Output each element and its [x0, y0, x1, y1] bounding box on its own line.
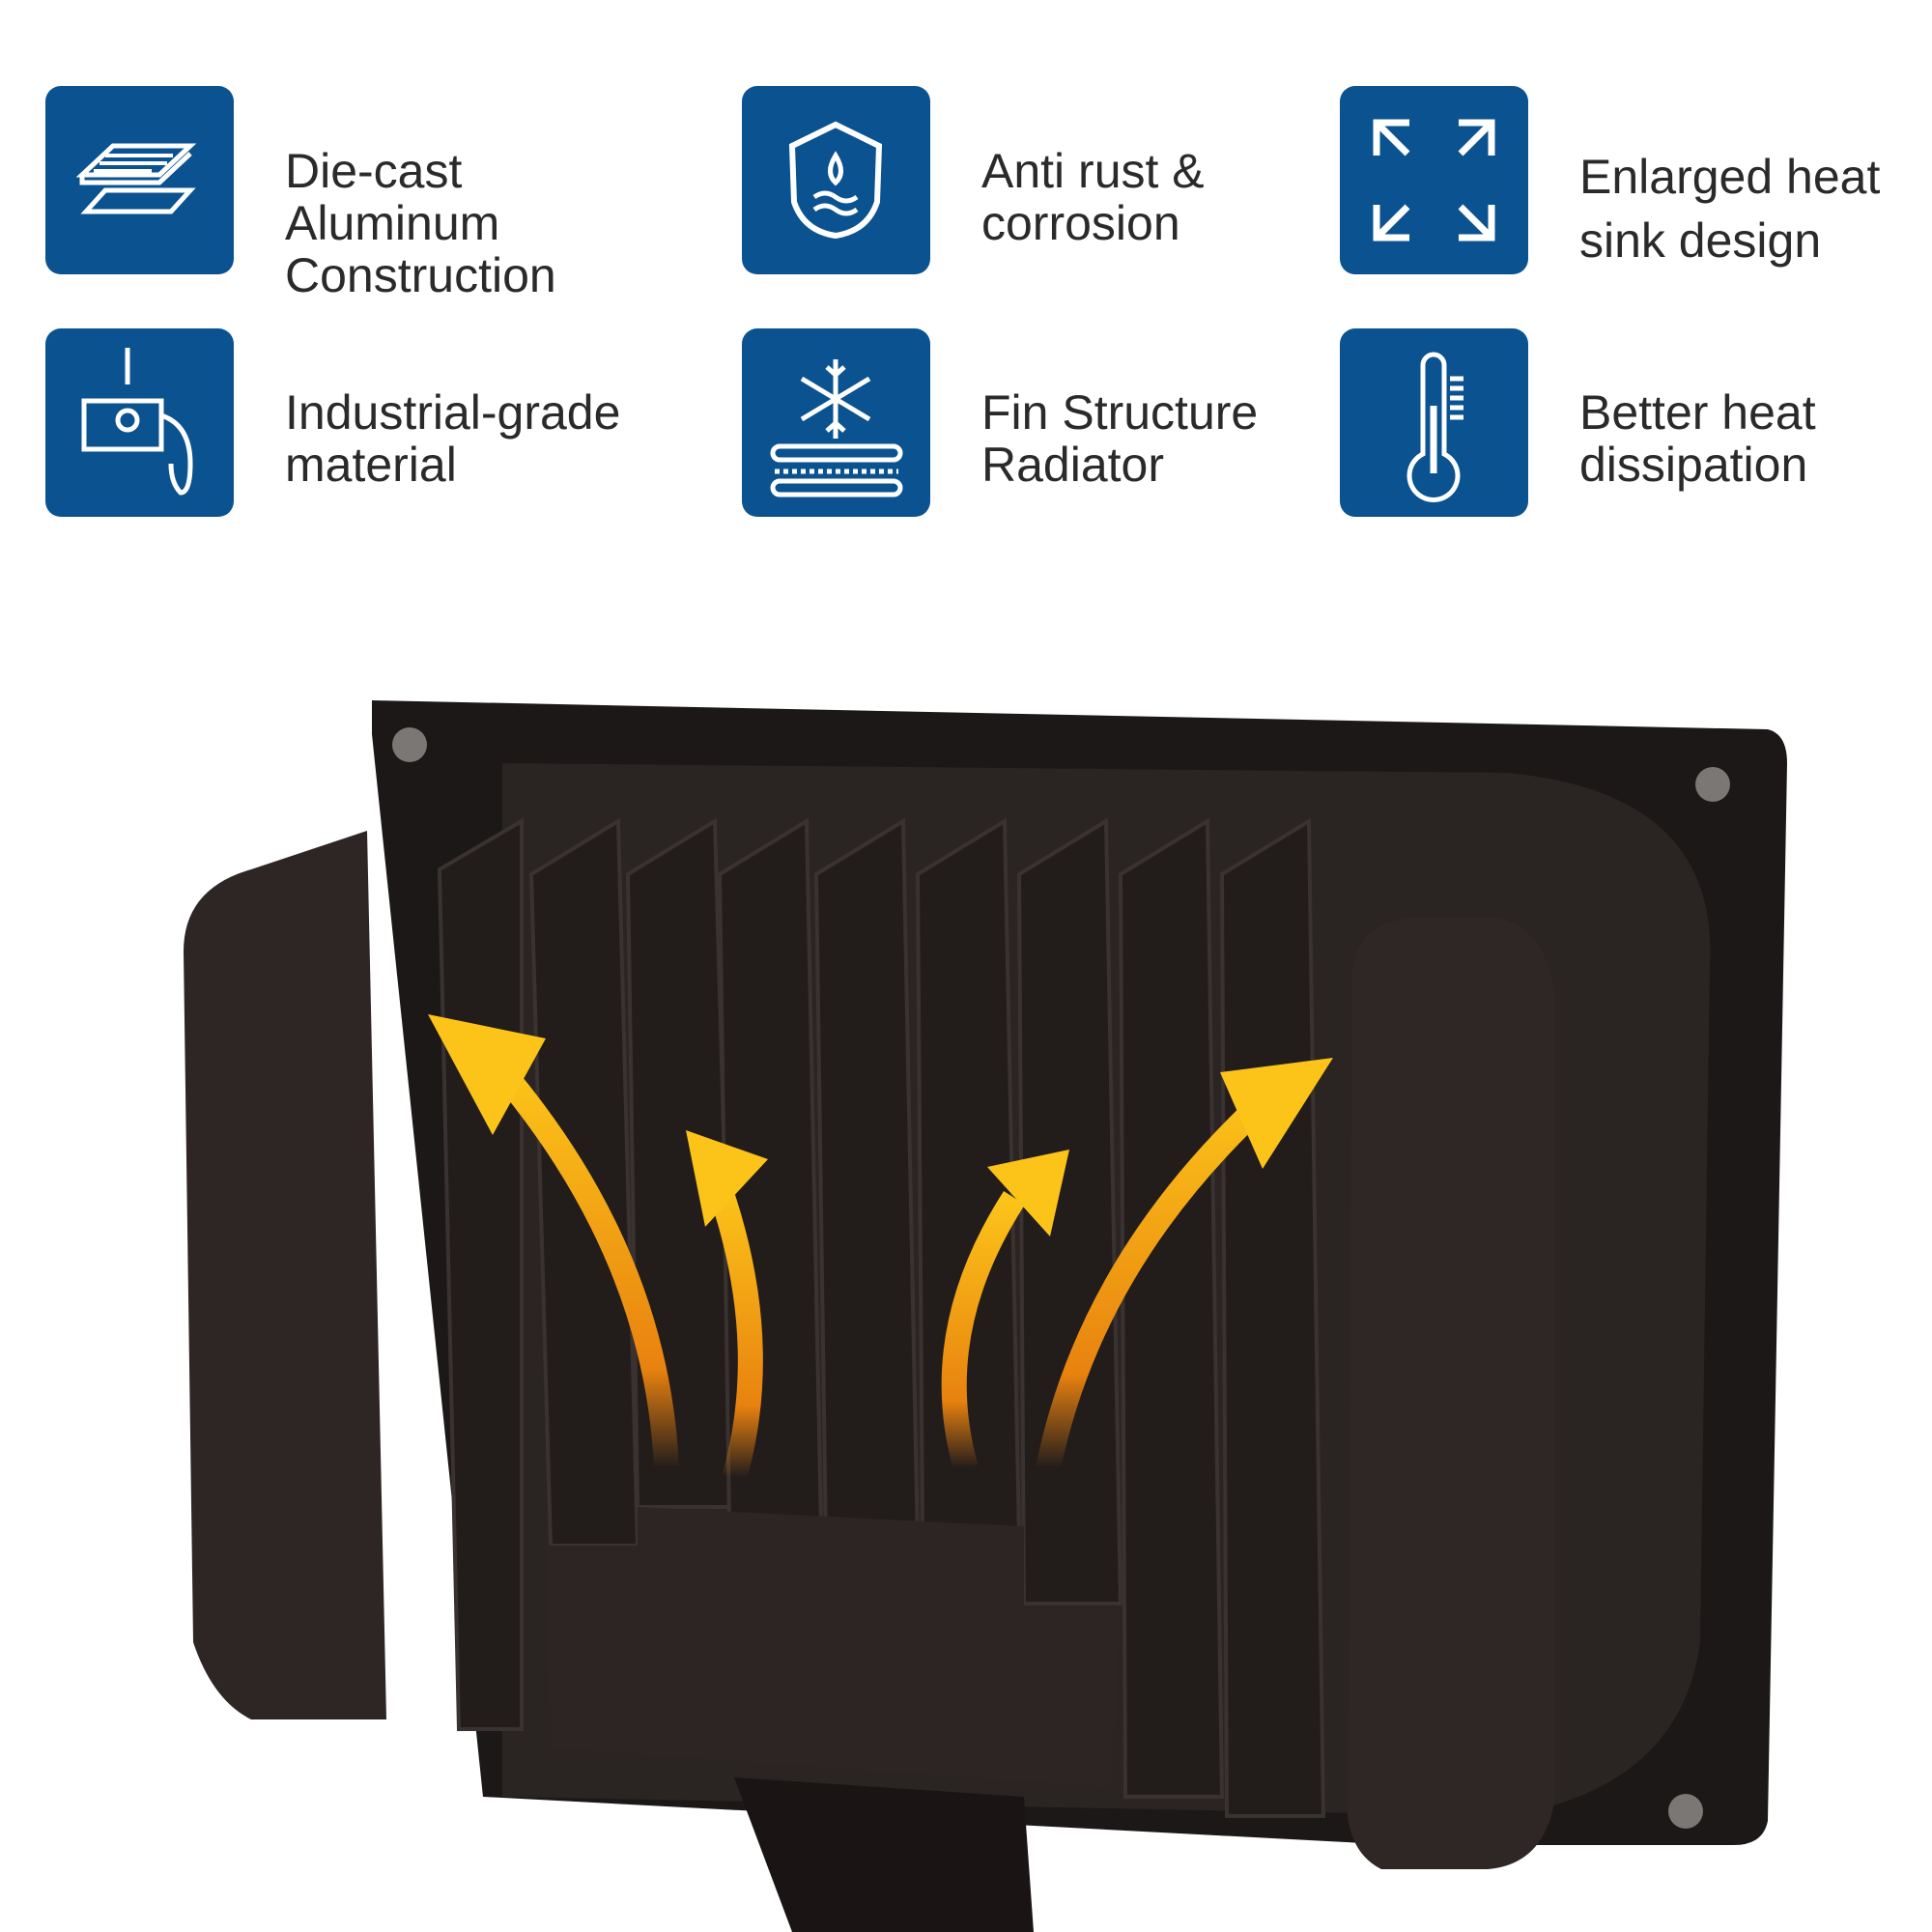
feature-label-line2: dissipation	[1579, 438, 1808, 492]
feature-label-line2: corrosion	[981, 196, 1180, 250]
arrow-heads	[428, 1014, 1333, 1236]
feature-label-line1: Fin Structure	[981, 385, 1259, 440]
mount-bracket	[734, 1777, 1034, 1932]
molten-metal-pour-icon	[45, 328, 234, 517]
floodlight-heatsink-image	[184, 700, 1787, 1932]
arrow-4	[1036, 1082, 1284, 1471]
feature-label-line1: Enlarged heat	[1579, 150, 1881, 204]
feature-label-line1: Industrial-grade	[285, 385, 621, 440]
heat-flow-arrow-icons	[493, 1064, 1284, 1482]
arrow-1	[493, 1064, 679, 1469]
expand-arrows-icon	[1340, 86, 1528, 274]
feature-label-line2: material	[285, 438, 457, 492]
feature-label-line1: Better heat	[1579, 385, 1816, 440]
left-housing-block	[184, 831, 386, 1719]
thermometer-icon	[1340, 328, 1528, 517]
center-base	[546, 1507, 1121, 1787]
heatsink-plate-icon	[45, 86, 234, 274]
screw-icons	[392, 727, 1730, 1829]
water-shield-icon	[742, 86, 930, 274]
feature-label-line1: Anti rust &	[981, 144, 1205, 198]
snowflake-radiator-icon	[742, 328, 930, 517]
feature-label-line2: Construction	[285, 248, 556, 302]
feature-label-line1: Die-cast Aluminum	[285, 144, 500, 250]
arrow-3	[941, 1190, 1025, 1472]
arrow-2	[707, 1183, 763, 1482]
feature-label-line2: sink design	[1579, 213, 1822, 268]
feature-label-line2: Radiator	[981, 438, 1164, 492]
right-housing-block	[1348, 918, 1555, 1869]
